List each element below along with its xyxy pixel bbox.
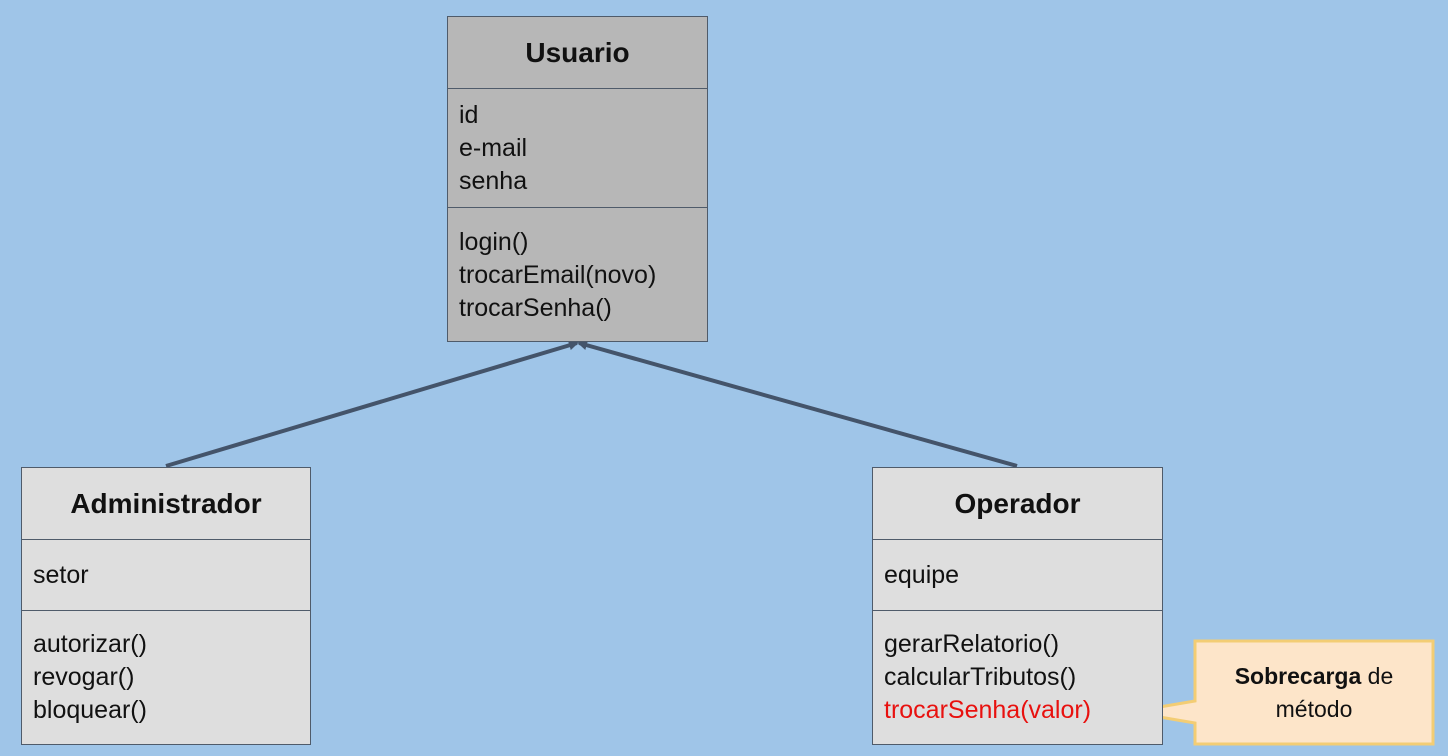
class-administrador-methods: autorizar() revogar() bloquear() xyxy=(22,610,310,727)
class-operador-attributes: equipe xyxy=(873,539,1162,610)
class-usuario-methods: login() trocarEmail(novo) trocarSenha() xyxy=(448,207,707,341)
attribute-senha: senha xyxy=(459,167,528,195)
method-autorizar: autorizar() xyxy=(33,630,147,658)
method-bloquear: bloquear() xyxy=(33,696,147,724)
method-calcular-tributos: calcularTributos() xyxy=(884,663,1077,691)
attribute-equipe: equipe xyxy=(884,561,960,589)
method-trocar-senha-overload: trocarSenha(valor) xyxy=(884,696,1092,724)
note-text-after-bold: de xyxy=(1367,663,1394,689)
class-usuario-attributes: id e-mail senha xyxy=(448,88,707,207)
attribute-setor: setor xyxy=(33,561,89,589)
note-second-line: método xyxy=(1275,696,1353,722)
method-revogar: revogar() xyxy=(33,663,135,691)
note-bold-text: Sobrecarga xyxy=(1234,663,1362,689)
class-operador-name: Operador xyxy=(954,487,1081,519)
class-operador[interactable]: Operador equipe gerarRelatorio() calcula… xyxy=(872,467,1163,745)
class-administrador-attributes: setor xyxy=(22,539,310,610)
method-gerar-relatorio: gerarRelatorio() xyxy=(884,630,1060,658)
class-usuario[interactable]: Usuario id e-mail senha login() trocarEm… xyxy=(447,16,708,342)
inheritance-arrow-operador xyxy=(577,340,1018,468)
class-administrador-name: Administrador xyxy=(70,487,262,519)
method-trocar-email: trocarEmail(novo) xyxy=(459,261,657,289)
attribute-id: id xyxy=(459,101,479,129)
note-first-line: Sobrecarga de xyxy=(1198,660,1430,693)
note-callout-shape xyxy=(1129,639,1435,746)
note-overload: Sobrecarga de método xyxy=(1198,660,1430,726)
method-trocar-senha: trocarSenha() xyxy=(459,294,612,322)
attribute-e-mail: e-mail xyxy=(459,134,528,162)
class-usuario-name: Usuario xyxy=(525,36,630,68)
method-login: login() xyxy=(459,228,529,256)
inheritance-arrow-administrador xyxy=(165,340,579,468)
class-administrador[interactable]: Administrador setor autorizar() revogar(… xyxy=(21,467,311,745)
class-operador-methods: gerarRelatorio() calcularTributos() troc… xyxy=(873,610,1162,727)
